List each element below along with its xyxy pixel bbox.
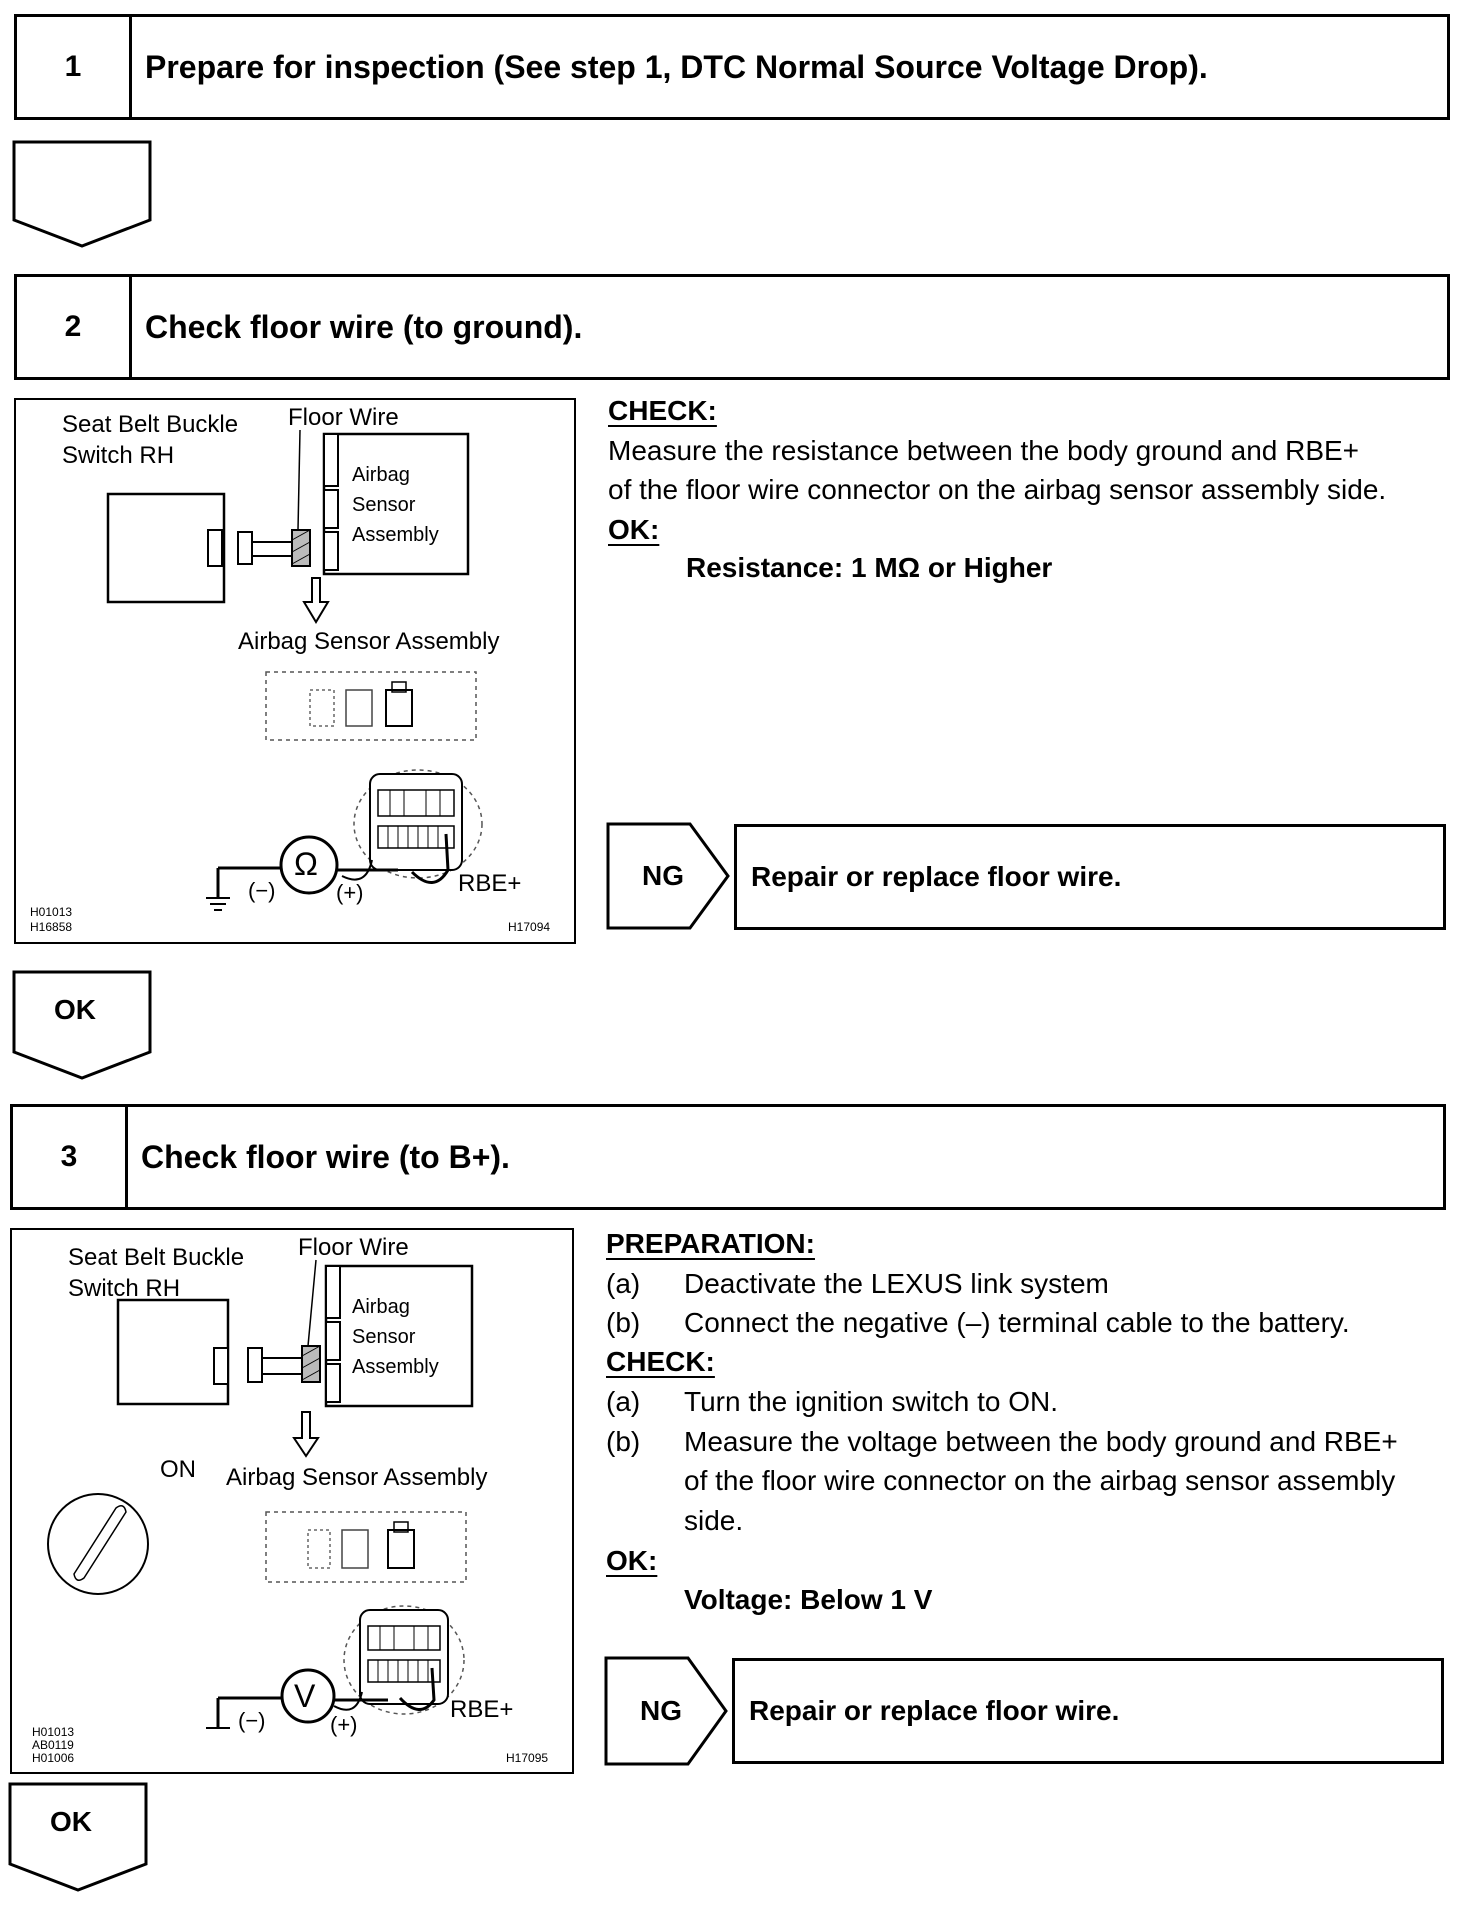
ng-arrow [604,1656,728,1766]
list-label: (a) [606,1386,641,1417]
meter-symbol: V [294,1678,316,1714]
list-text: Turn the ignition switch to ON. [684,1386,1059,1417]
ok-heading: OK: [606,1545,658,1576]
on-label: ON [160,1456,196,1483]
meter-symbol: Ω [294,846,318,882]
step-3-header: 3 Check floor wire (to B+). [10,1104,1446,1210]
assembly-title: Airbag Sensor Assembly [226,1464,488,1491]
list-text: of the floor wire connector on the airba… [684,1465,1396,1496]
step-title: Check floor wire (to ground). [145,308,583,345]
ok-arrow [8,1782,148,1892]
airbag-box-label: Assembly [352,1356,439,1378]
ng-label: NG [642,860,684,891]
airbag-box-label: Sensor [352,494,416,516]
seat-belt-label: Switch RH [68,1275,181,1302]
step-number: 3 [13,1107,128,1207]
plus-label: (+) [330,1712,358,1737]
list-text: Connect the negative (–) terminal cable … [684,1307,1350,1338]
figure-code: H01013 [32,1725,75,1739]
figure-resistance-check: Seat Belt Buckle Switch RH Floor Wire Ai… [14,398,576,944]
step-2-header: 2 Check floor wire (to ground). [14,274,1450,380]
floor-wire-label: Floor Wire [288,404,399,431]
figure-code: AB0119 [32,1738,74,1752]
figure-code: H17095 [506,1751,549,1765]
minus-label: (−) [238,1708,266,1733]
ok-arrow-label: OK [50,1806,92,1837]
step-title: Prepare for inspection (See step 1, DTC … [145,48,1208,85]
step-number: 1 [17,17,132,117]
seat-belt-label: Seat Belt Buckle [68,1244,245,1271]
check-text: of the floor wire connector on the airba… [608,474,1387,505]
airbag-box-label: Sensor [352,1326,416,1348]
figure-code: H16858 [30,920,73,934]
wiring-diagram [106,429,483,911]
step-title: Check floor wire (to B+). [141,1138,510,1175]
check-text: Measure the resistance between the body … [608,435,1360,466]
check-heading: CHECK: [608,395,717,426]
ok-heading: OK: [608,514,660,545]
airbag-box-label: Airbag [352,464,410,486]
seat-belt-label: Seat Belt Buckle [62,411,239,438]
floor-wire-label: Floor Wire [298,1234,409,1261]
list-text: Deactivate the LEXUS link system [684,1268,1109,1299]
ng-action-box: Repair or replace floor wire. [732,1658,1444,1764]
ok-arrow [12,970,152,1080]
preparation-heading: PREPARATION: [606,1228,815,1259]
step-1-header: 1 Prepare for inspection (See step 1, DT… [14,14,1450,120]
airbag-box-label: Assembly [352,524,439,546]
wiring-diagram [47,1259,474,1729]
figure-code: H01013 [30,905,73,919]
list-text: Measure the voltage between the body gro… [684,1426,1398,1457]
figure-voltage-check: Seat Belt Buckle Switch RH Floor Wire Ai… [10,1228,574,1774]
figure-code: H17094 [508,920,551,934]
check-heading: CHECK: [606,1346,715,1377]
list-label: (b) [606,1307,641,1338]
list-text: side. [684,1505,744,1536]
list-label: (a) [606,1268,641,1299]
ok-value: Voltage: Below 1 V [684,1584,933,1615]
ng-arrow [606,822,730,930]
list-label: (b) [606,1426,641,1457]
seat-belt-label: Switch RH [62,442,175,469]
airbag-box-label: Airbag [352,1296,410,1318]
terminal-label: RBE+ [450,1696,514,1723]
assembly-title: Airbag Sensor Assembly [238,628,500,655]
figure-code: H01006 [32,1751,75,1765]
ng-label: NG [640,1695,682,1726]
plus-label: (+) [336,880,364,905]
flow-arrow [12,140,152,248]
ng-action-box: Repair or replace floor wire. [734,824,1446,930]
terminal-label: RBE+ [458,870,522,897]
step-number: 2 [17,277,132,377]
ok-value: Resistance: 1 MΩ or Higher [686,552,1053,583]
ok-arrow-label: OK [54,994,96,1025]
minus-label: (−) [248,878,276,903]
